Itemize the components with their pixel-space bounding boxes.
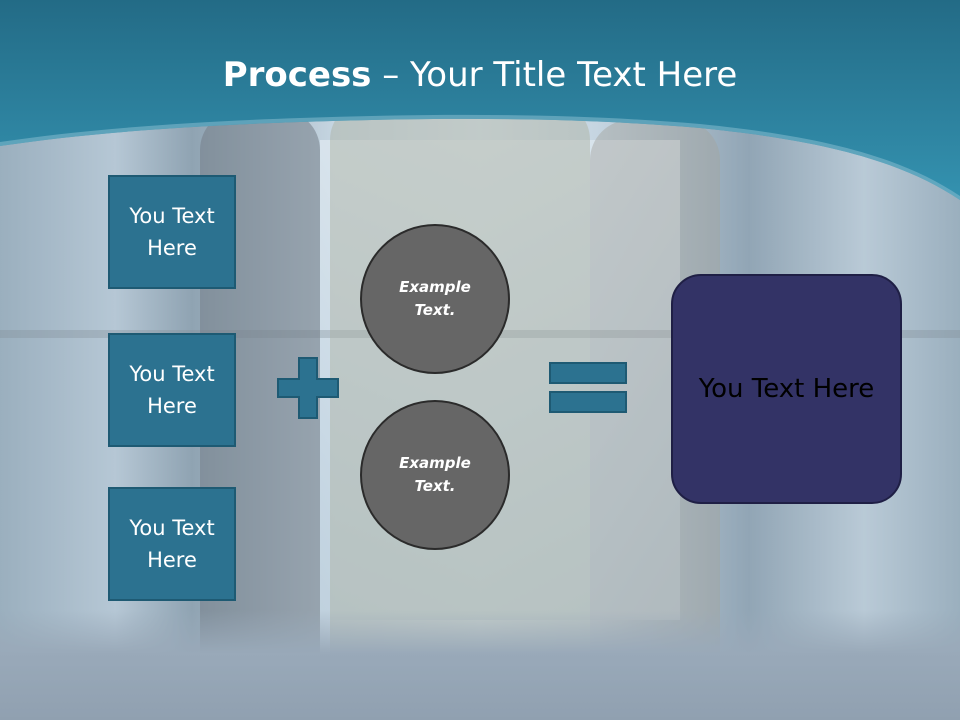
plus-icon [277,357,339,419]
result-box[interactable]: You Text Here [671,274,902,504]
input-box-3-label: You Text Here [129,516,215,572]
header-wave [0,0,960,200]
equals-icon-top-bar [549,362,627,384]
header-banner: Process – Your Title Text Here [0,0,960,200]
input-box-2[interactable]: You Text Here [108,333,236,447]
result-box-label: You Text Here [698,374,875,404]
input-box-2-label: You Text Here [129,362,215,418]
equals-icon-bottom-bar [549,391,627,413]
title-rest: – Your Title Text Here [371,55,738,95]
input-box-1[interactable]: You Text Here [108,175,236,289]
example-circle-1-label: Example Text. [399,278,471,319]
example-circle-2-label: Example Text. [399,454,471,495]
background-floor [0,610,960,720]
input-box-3[interactable]: You Text Here [108,487,236,601]
example-circle-1[interactable]: Example Text. [360,224,510,374]
background-person-center [330,100,590,690]
title-bold: Process [222,55,372,95]
example-circle-2[interactable]: Example Text. [360,400,510,550]
input-box-1-label: You Text Here [129,204,215,260]
page-title: Process – Your Title Text Here [0,52,960,98]
